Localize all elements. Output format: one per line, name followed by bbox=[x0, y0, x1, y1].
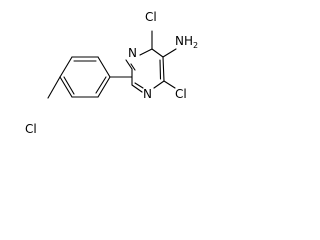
chlorophenyl-ring bbox=[47, 56, 111, 99]
substituent-bonds bbox=[109, 30, 177, 89]
bond-c6-cl bbox=[163, 80, 176, 89]
atom-cl-right: Cl bbox=[175, 87, 187, 101]
bond-c5-c6 bbox=[162, 56, 165, 82]
bond-n1-c2 bbox=[131, 84, 143, 93]
atom-n-top: N bbox=[128, 46, 137, 60]
bond-c2-n3 bbox=[125, 59, 133, 70]
pyrimidine-ring bbox=[125, 48, 165, 93]
chemical-structure-diagram: Cl N NH2 N Cl Cl bbox=[25, 10, 198, 136]
bond-ph-4 bbox=[59, 76, 73, 98]
atom-nh2-subscript: 2 bbox=[193, 41, 198, 50]
atom-labels: Cl N NH2 N Cl Cl bbox=[25, 10, 198, 136]
atom-nh2-main: NH bbox=[175, 34, 193, 48]
bond-ph-6 bbox=[97, 76, 111, 98]
bond-n3-c2-inner bbox=[130, 63, 136, 71]
atom-nh2: NH2 bbox=[175, 34, 198, 50]
bond-c2-n1-inner bbox=[134, 82, 144, 89]
bond-ph-6-inner bbox=[95, 76, 107, 94]
atom-cl-top: Cl bbox=[145, 10, 157, 24]
bond-ph-1 bbox=[97, 56, 111, 78]
bond-ph-4-inner bbox=[63, 76, 75, 95]
bond-c5-nh2 bbox=[162, 48, 177, 58]
atom-cl-left: Cl bbox=[25, 122, 37, 136]
bond-c5-c6-inner bbox=[159, 59, 162, 80]
bond-c4-c5 bbox=[151, 48, 164, 58]
bond-ph-cl bbox=[47, 76, 61, 99]
bond-ph-3 bbox=[59, 56, 73, 78]
bond-c6-n1 bbox=[153, 80, 165, 89]
atom-n-bottom: N bbox=[143, 87, 152, 101]
bond-n3-c4 bbox=[139, 48, 153, 56]
